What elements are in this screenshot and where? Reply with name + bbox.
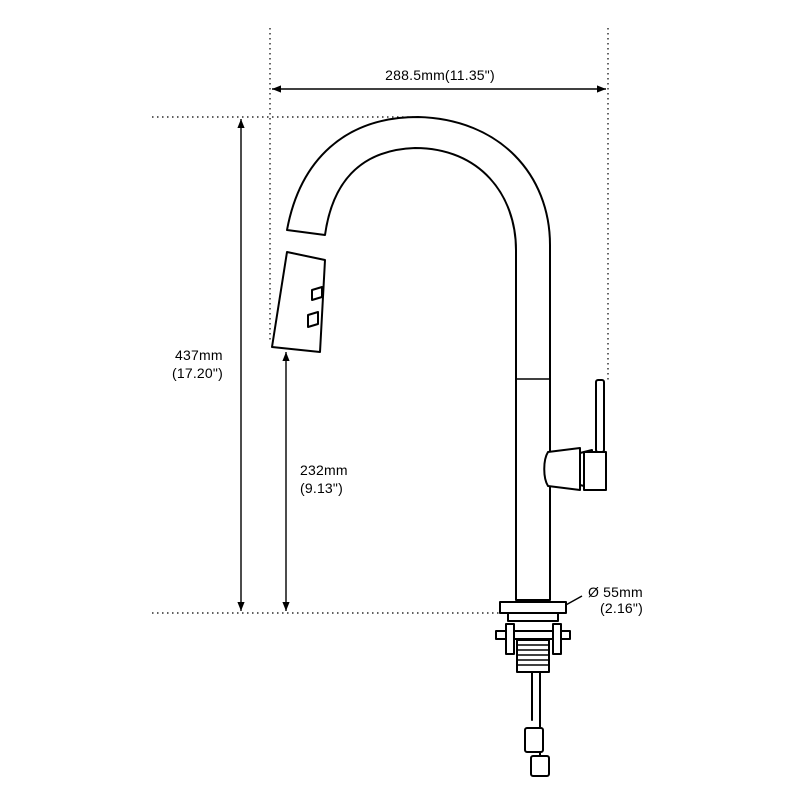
- faucet-outline: [271, 116, 607, 777]
- spray-head-button-top: [311, 286, 323, 301]
- supply-hoses: [524, 671, 550, 777]
- base-diameter-label-mm: Ø 55mm: [588, 584, 643, 600]
- hose-fitting-upper: [524, 727, 544, 753]
- spout-height-label-in: (9.13"): [300, 480, 343, 496]
- dimension-labels: 288.5mm(11.35") 437mm (17.20") 232mm (9.…: [172, 67, 643, 616]
- hose-fitting-lower: [530, 755, 550, 777]
- spray-head-seam: [286, 251, 326, 261]
- total-height-label-in: (17.20"): [172, 365, 223, 381]
- handle-body: [583, 451, 607, 491]
- spout-height-label-mm: 232mm: [300, 462, 348, 478]
- base-plate: [499, 601, 567, 614]
- width-label: 288.5mm(11.35"): [385, 67, 495, 83]
- handle-lever: [595, 379, 605, 453]
- total-height-label-mm: 437mm: [175, 347, 223, 363]
- spray-head-button-bottom: [307, 311, 319, 328]
- extension-lines: [152, 28, 609, 614]
- faucet-gooseneck: [286, 116, 551, 601]
- thread-lines: [517, 644, 549, 666]
- base-diameter-label-in: (2.16"): [600, 600, 643, 616]
- mounting-bolt-right: [552, 623, 562, 655]
- mounting-gasket: [507, 612, 559, 622]
- spray-head: [271, 251, 326, 353]
- handle-hub: [543, 447, 581, 491]
- mounting-bolt-left: [505, 623, 515, 655]
- mounting-hardware: [495, 612, 571, 673]
